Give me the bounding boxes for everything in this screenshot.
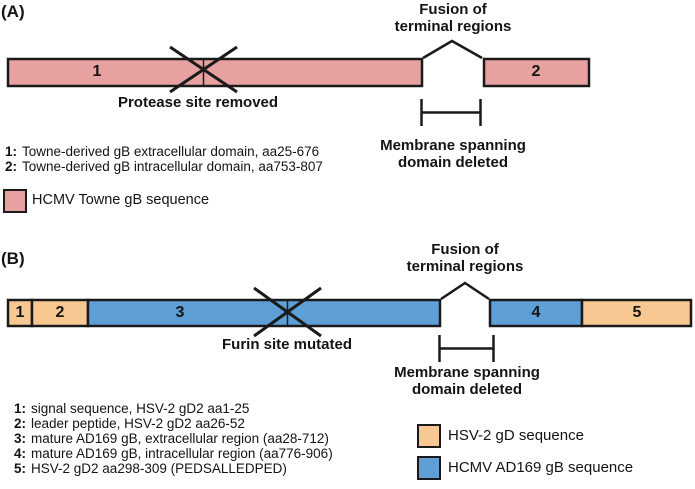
panel-b-legend-label-hsv2-gd: HSV-2 gD sequence [448,427,584,444]
panel-a-legend-label: HCMV Towne gB sequence [32,192,210,208]
panel-b-segment-4-number: 4 [531,304,541,321]
panel-b-furin-note: Furin site mutated [221,336,353,353]
panel-b-fusion-caret [440,281,490,301]
panel-a-segment-1-number: 1 [92,63,102,80]
key-text: HSV-2 gD2 aa298-309 (PEDSALLEDPED) [31,461,287,476]
panel-b-key-item-3: 3: mature AD169 gB, extracellular region … [14,431,329,446]
panel-a-label: (A) [1,2,25,21]
panel-b-segment-5-number: 5 [632,304,642,321]
panel-b-bar-segment-5 [580,298,693,328]
panel-b-bar-segment-3 [86,298,442,328]
key-number: 3: [14,431,27,446]
key-text: Towne-derived gB intracellular domain, a… [22,159,323,174]
key-text: leader peptide, HSV-2 gD2 aa26-52 [31,416,245,431]
panel-a-legend-swatch-hcmv-towne [3,189,27,213]
key-number: 1: [5,144,18,159]
panel-b-key-item-4: 4: mature AD169 gB, intracellular region … [14,446,333,461]
key-text: signal sequence, HSV-2 gD2 aa1-25 [31,401,250,416]
panel-b-segment-1-number: 1 [15,304,25,321]
panel-b-key-item-2: 2: leader peptide, HSV-2 gD2 aa26-52 [14,416,245,431]
panel-b-key-item-5: 5: HSV-2 gD2 aa298-309 (PEDSALLEDPED) [14,461,287,476]
panel-a-key-item-1: 1: Towne-derived gB extracellular domain,… [5,144,319,159]
panel-b-fusion-note: Fusion of terminal regions [406,241,524,275]
panel-b-membrane-note: Membrane spanning domain deleted [394,364,540,398]
panel-b-segment-3-number: 3 [175,304,185,321]
panel-a-membrane-note: Membrane spanning domain deleted [380,137,526,171]
panel-b-key-item-1: 1: signal sequence, HSV-2 gD2 aa1-25 [14,401,249,416]
key-number: 2: [5,159,18,174]
panel-b-legend-label-hcmv-ad169: HCMV AD169 gB sequence [448,459,634,476]
key-text: mature AD169 gB, extracellular region (a… [31,431,329,446]
panel-b-legend-swatch-hsv2-gd [417,424,441,448]
panel-a-fusion-caret [422,39,483,60]
panel-a-protease-note: Protease site removed [117,94,279,111]
key-number: 4: [14,446,27,461]
key-text: Towne-derived gB extracellular domain, a… [22,144,320,159]
panel-a-key-item-2: 2: Towne-derived gB intracellular domain,… [5,159,323,174]
panel-a-bar-segment-2 [482,57,591,88]
panel-a-fusion-note: Fusion of terminal regions [394,1,512,35]
key-number: 5: [14,461,27,476]
panel-b-segment-2-number: 2 [55,304,65,321]
panel-b-label: (B) [1,249,25,268]
panel-b-legend-swatch-hcmv-ad169 [417,456,441,480]
panel-b-bar-segment-4 [488,298,584,328]
panel-a-segment-2-number: 2 [531,63,541,80]
key-text: mature AD169 gB, intracellular region (a… [31,446,333,461]
key-number: 2: [14,416,27,431]
key-number: 1: [14,401,27,416]
